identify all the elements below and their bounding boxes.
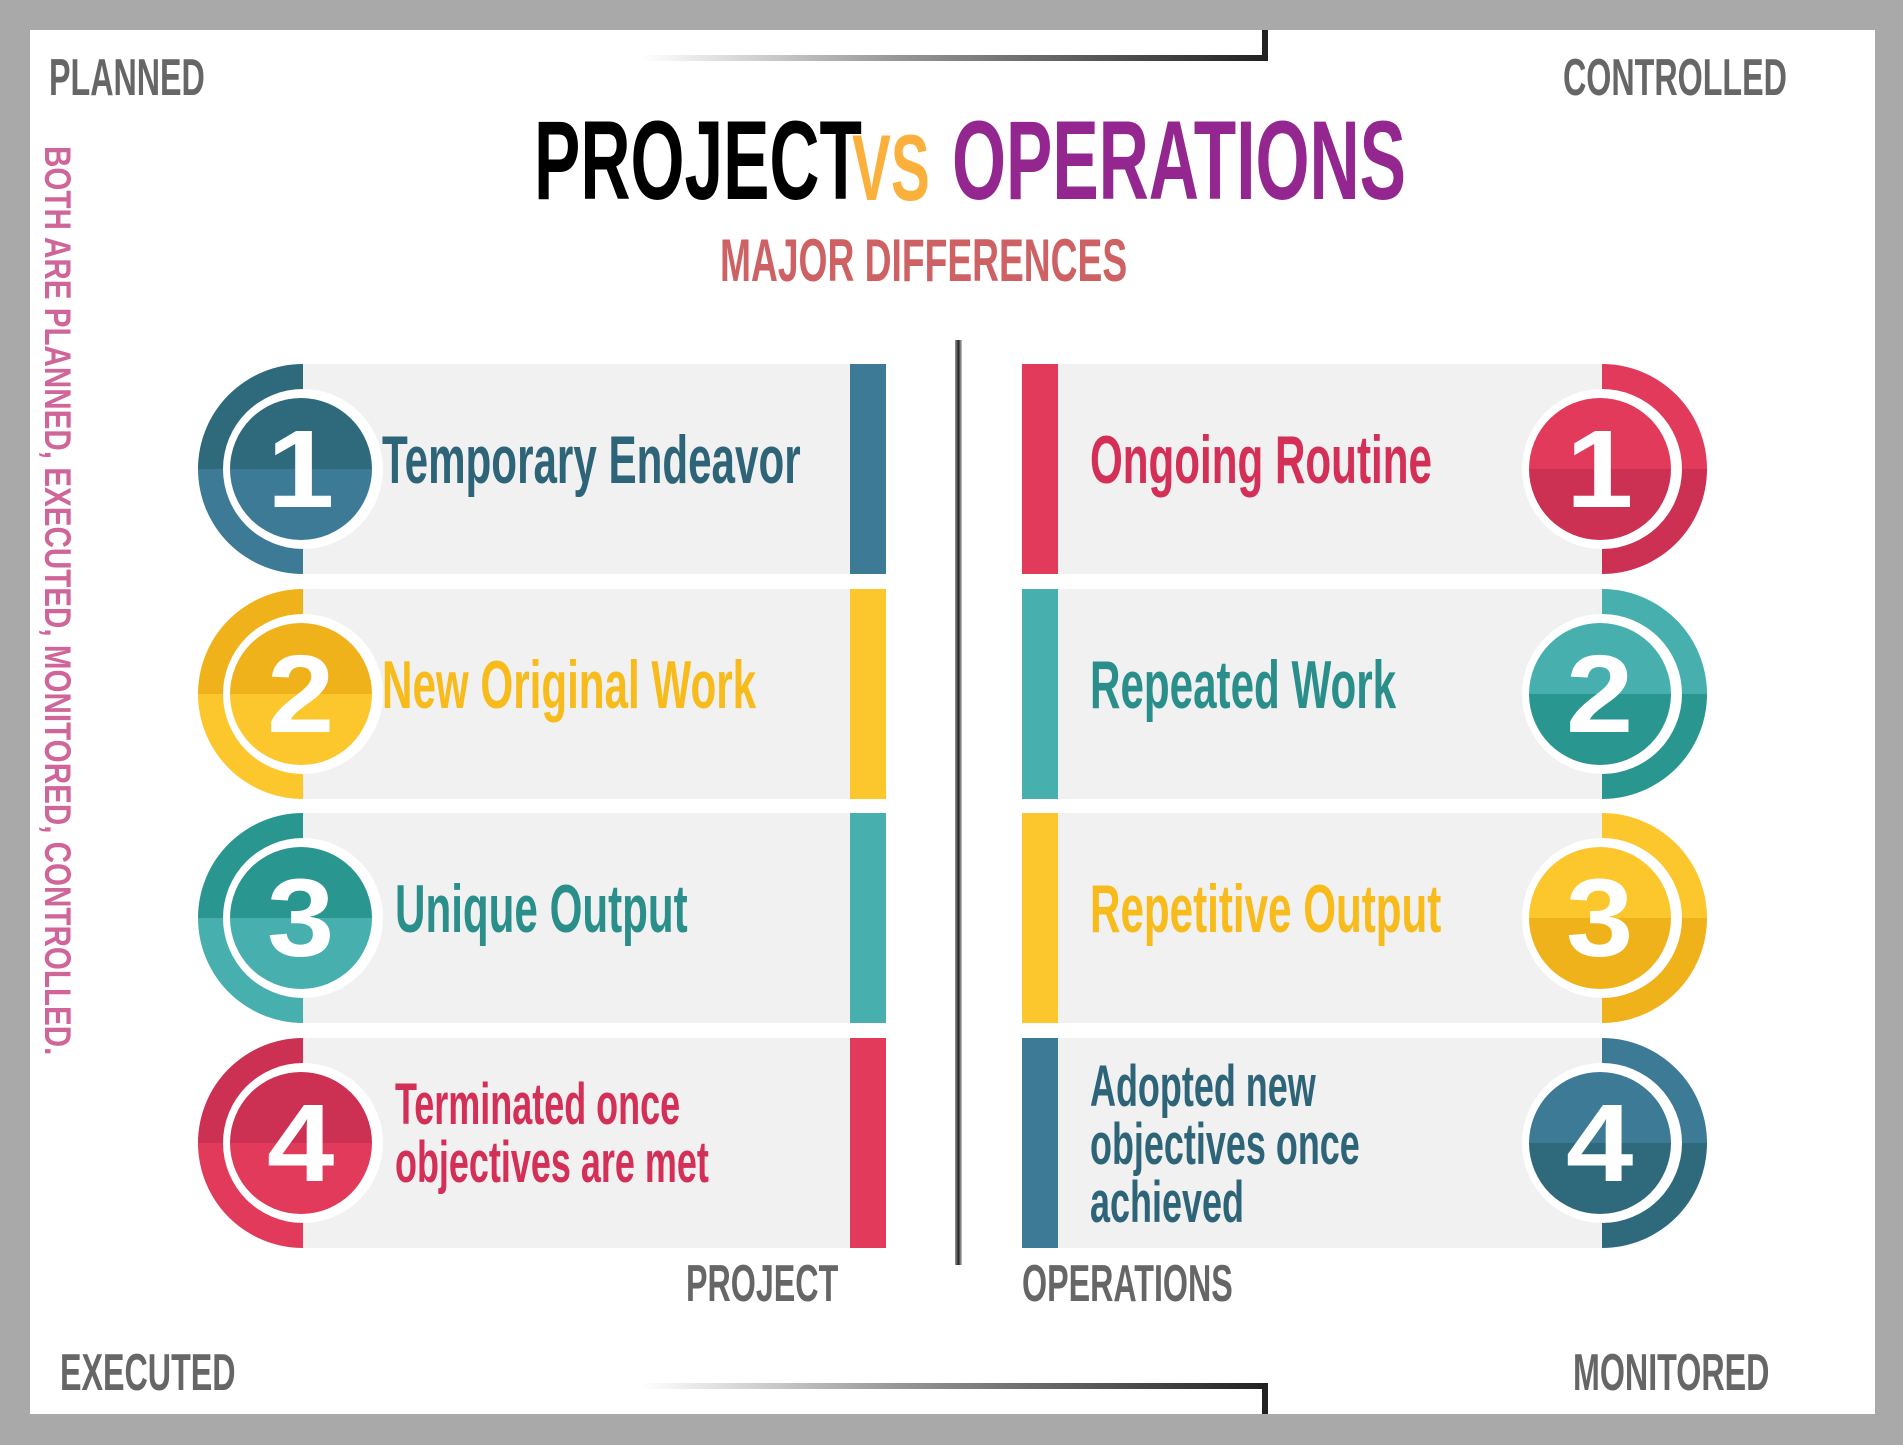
number-text: 4 xyxy=(267,1081,335,1205)
item-text: Temporary Endeavor xyxy=(382,422,801,498)
item-text: Repetitive Output xyxy=(1090,871,1442,947)
number-text: 3 xyxy=(267,856,335,980)
project-item-2: 2 New Original Work xyxy=(0,589,1903,799)
project-item-4: 4 Terminated once objectives are met xyxy=(0,1038,1903,1248)
number-badge: 3 xyxy=(1529,847,1671,989)
project-item-3: 3 Unique Output xyxy=(0,813,1903,1023)
number-text: 2 xyxy=(267,632,335,756)
item-panel xyxy=(1058,364,1602,574)
bottom-bracket-decoration xyxy=(643,1383,1268,1414)
item-text: Unique Output xyxy=(395,871,688,947)
operations-item-3: 3 Repetitive Output xyxy=(0,813,1903,1023)
operations-item-1: 1 Ongoing Routine xyxy=(0,364,1903,574)
operations-item-4: 4 Adopted new objectives once achieved xyxy=(0,1038,1903,1248)
item-panel xyxy=(303,1038,850,1248)
corner-monitored: MONITORED xyxy=(1573,1344,1770,1402)
item-panel xyxy=(1058,589,1602,799)
number-badge: 2 xyxy=(230,623,372,765)
item-text: New Original Work xyxy=(382,647,757,723)
number-badge: 3 xyxy=(230,847,372,989)
color-bar xyxy=(1022,1038,1058,1248)
operations-section-label: OPERATIONS xyxy=(1022,1255,1233,1313)
operations-item-2: 2 Repeated Work xyxy=(0,589,1903,799)
item-text: Adopted new objectives once achieved xyxy=(1090,1054,1360,1235)
item-panel xyxy=(303,589,850,799)
title-project: PROJECT xyxy=(534,98,862,223)
item-panel xyxy=(1058,813,1602,1023)
number-badge: 1 xyxy=(1529,398,1671,540)
item-panel xyxy=(1058,1038,1602,1248)
title-vs: VS xyxy=(852,115,930,220)
number-badge: 4 xyxy=(1529,1072,1671,1214)
item-text: Ongoing Routine xyxy=(1090,422,1432,498)
number-text: 3 xyxy=(1566,856,1634,980)
project-section-label: PROJECT xyxy=(686,1255,839,1313)
page-title: PROJECT xyxy=(534,96,1063,225)
color-bar xyxy=(1022,813,1058,1023)
corner-executed: EXECUTED xyxy=(60,1344,236,1402)
color-bar xyxy=(850,1038,886,1248)
center-divider xyxy=(955,340,962,1265)
color-bar xyxy=(1022,589,1058,799)
number-text: 1 xyxy=(1566,407,1634,531)
item-text: Repeated Work xyxy=(1090,647,1397,723)
item-panel xyxy=(303,364,850,574)
color-bar xyxy=(1022,364,1058,574)
number-text: 1 xyxy=(267,407,335,531)
title-operations: OPERATIONS xyxy=(952,98,1406,223)
project-item-1: 1 Temporary Endeavor xyxy=(0,364,1903,574)
color-bar xyxy=(850,813,886,1023)
color-bar xyxy=(850,364,886,574)
number-text: 4 xyxy=(1566,1081,1634,1205)
subtitle: MAJOR DIFFERENCES xyxy=(720,227,1128,294)
top-bracket-decoration xyxy=(643,30,1268,61)
number-text: 2 xyxy=(1566,632,1634,756)
number-badge: 4 xyxy=(230,1072,372,1214)
item-panel xyxy=(303,813,850,1023)
color-bar xyxy=(850,589,886,799)
corner-planned: PLANNED xyxy=(49,49,205,107)
corner-controlled: CONTROLLED xyxy=(1563,49,1787,107)
side-note: BOTH ARE PLANNED, EXECUTED, MONITORED, C… xyxy=(37,146,78,1056)
number-badge: 1 xyxy=(230,398,372,540)
item-text: Terminated once objectives are met xyxy=(395,1072,709,1195)
number-badge: 2 xyxy=(1529,623,1671,765)
